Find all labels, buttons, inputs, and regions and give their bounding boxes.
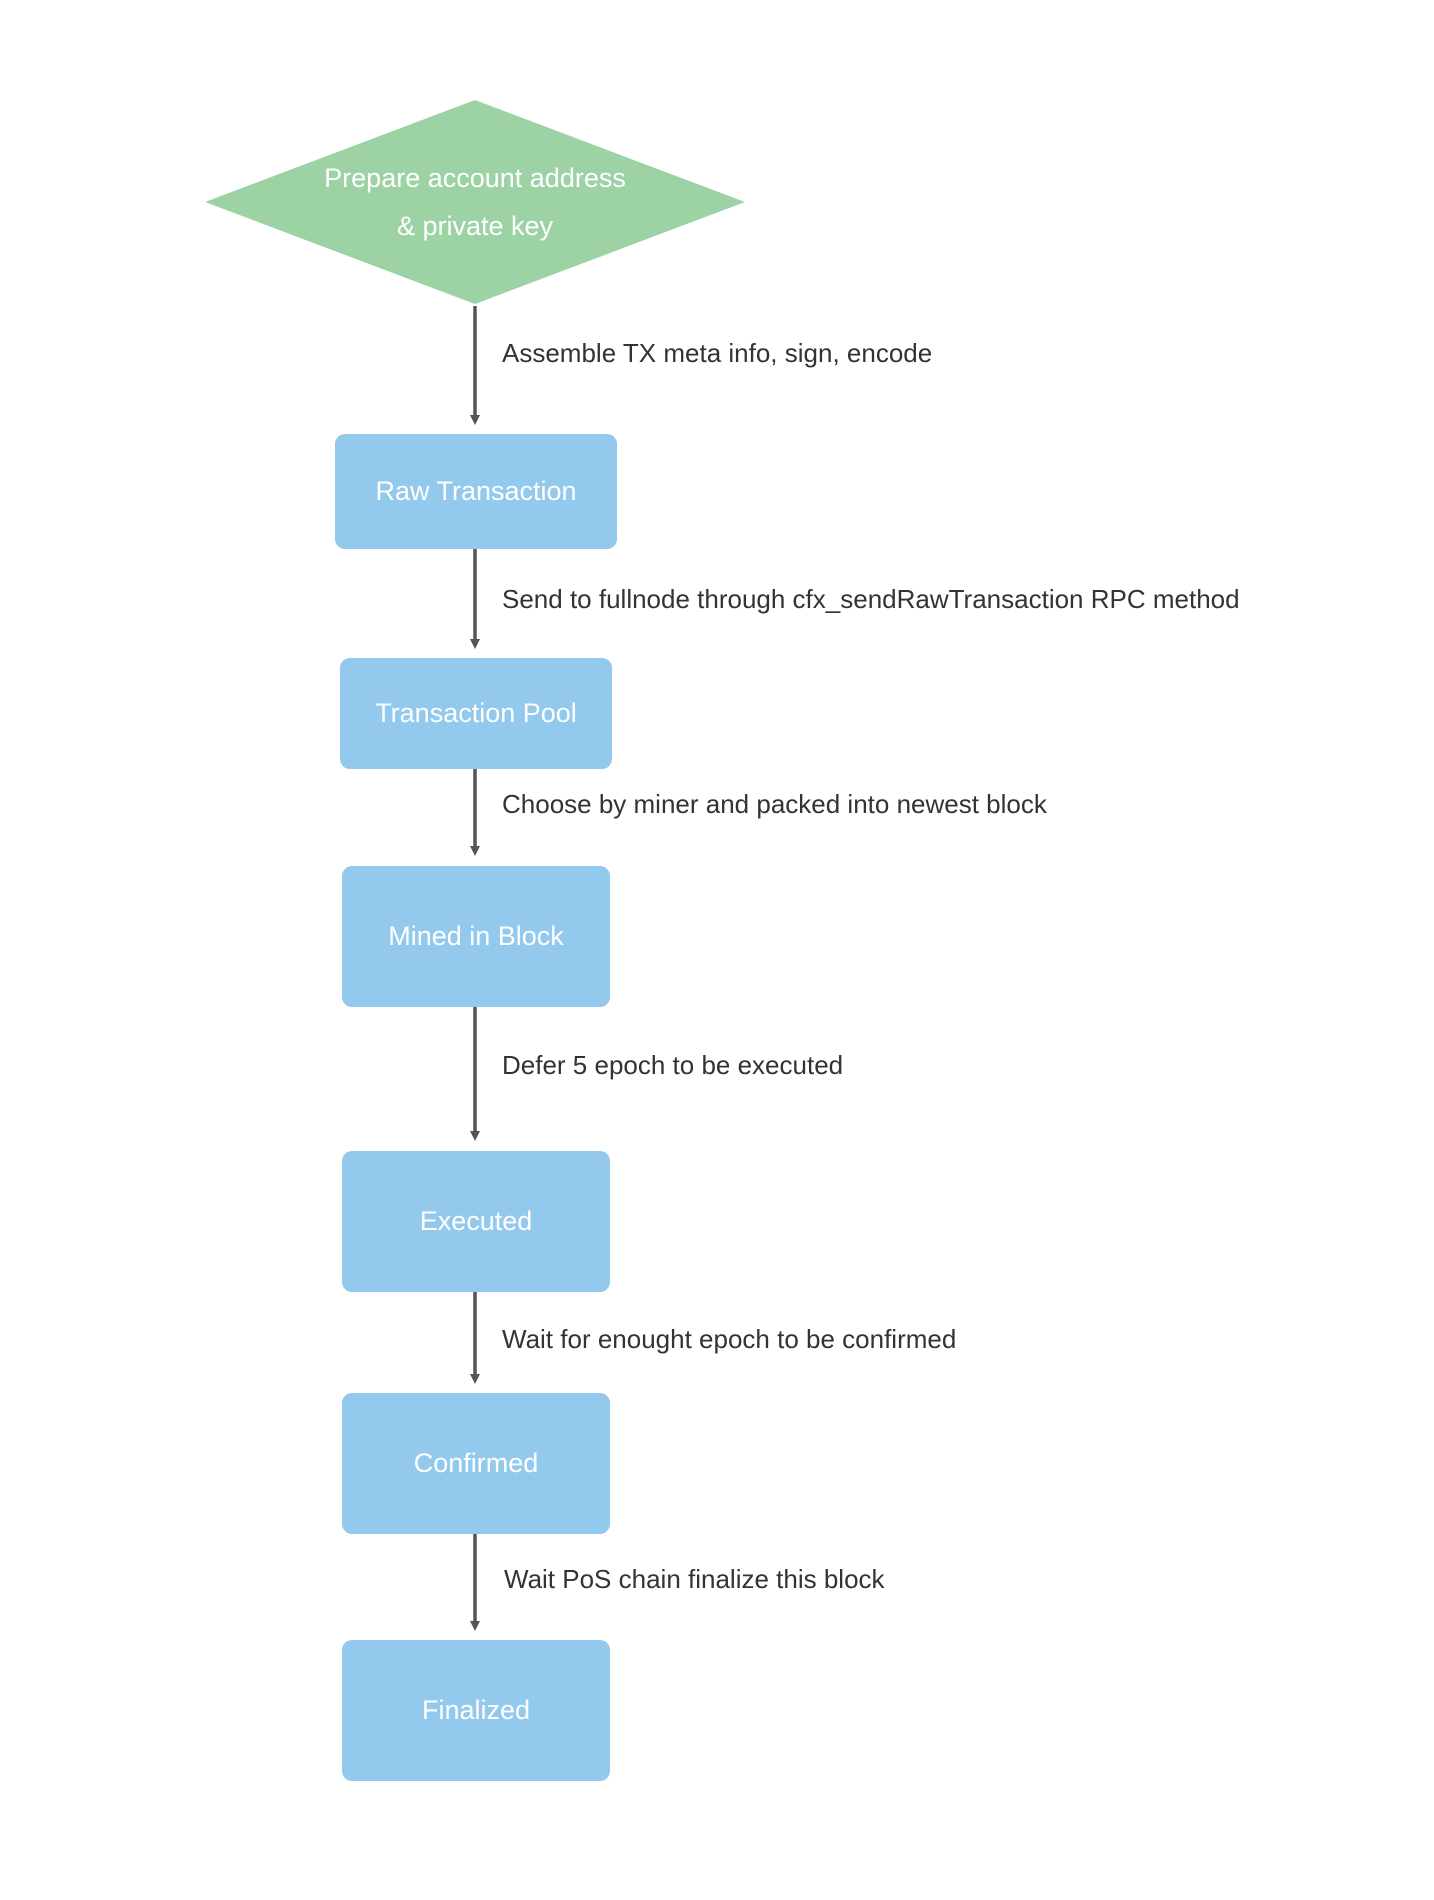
edge-label-assemble: Assemble TX meta info, sign, encode [502, 338, 933, 368]
node-confirmed: Confirmed [342, 1393, 610, 1534]
node-finalized: Finalized [342, 1640, 610, 1781]
node-executed: Executed [342, 1151, 610, 1292]
edge-label-wait-pos: Wait PoS chain finalize this block [504, 1564, 885, 1594]
start-label-line-1: Prepare account address [324, 163, 626, 193]
start-diamond [205, 100, 745, 304]
node-raw-transaction: Raw Transaction [335, 434, 617, 549]
node-finalized-label: Finalized [421, 1695, 531, 1725]
node-transaction-pool: Transaction Pool [340, 658, 612, 769]
edge-label-defer: Defer 5 epoch to be executed [502, 1050, 844, 1080]
node-mined-in-block: Mined in Block [342, 866, 610, 1007]
node-transaction-pool-label: Transaction Pool [375, 698, 577, 728]
node-raw-transaction-label: Raw Transaction [375, 476, 577, 506]
node-executed-label: Executed [419, 1206, 533, 1236]
edge-label-wait-confirmed: Wait for enought epoch to be confirmed [502, 1324, 957, 1354]
edge-label-choose: Choose by miner and packed into newest b… [502, 789, 1047, 819]
node-mined-in-block-label: Mined in Block [388, 921, 564, 951]
edge-label-send: Send to fullnode through cfx_sendRawTran… [502, 584, 1240, 614]
start-label-line-2: & private key [396, 211, 554, 241]
start-diamond-label: Prepare account address & private key [205, 100, 745, 304]
node-confirmed-label: Confirmed [413, 1448, 539, 1478]
